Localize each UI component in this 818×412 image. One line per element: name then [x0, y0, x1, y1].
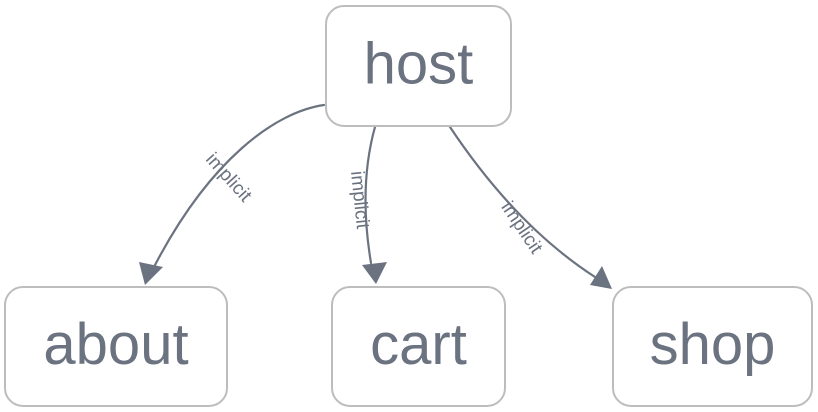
arrowhead-icon-about: [139, 262, 163, 285]
node-rect-host: [325, 5, 512, 127]
node-host[interactable]: host: [325, 5, 512, 127]
node-about[interactable]: about: [4, 286, 228, 407]
edge-label-group-host-cart: implicit: [346, 170, 373, 231]
edge-label-group-host-shop: implicit: [496, 198, 546, 258]
node-label-host: host: [364, 31, 474, 96]
edge-host-cart[interactable]: implicit: [346, 125, 387, 284]
node-shop[interactable]: shop: [612, 286, 813, 407]
node-rect-shop: [612, 286, 813, 407]
node-label-cart: cart: [370, 312, 467, 377]
edge-path-host-cart: [364, 125, 377, 265]
edge-host-shop[interactable]: implicit: [448, 125, 612, 289]
edge-label-host-about: implicit: [201, 149, 256, 207]
edge-label-group-host-about: implicit: [201, 149, 256, 207]
node-label-about: about: [43, 312, 188, 377]
edge-path-host-about: [153, 103, 326, 267]
edge-label-host-shop: implicit: [496, 198, 546, 258]
edge-label-host-cart: implicit: [346, 170, 373, 231]
node-rect-about: [4, 286, 228, 407]
edge-path-host-shop: [448, 125, 597, 279]
edge-host-about[interactable]: implicit: [139, 103, 326, 285]
node-cart[interactable]: cart: [331, 286, 506, 407]
node-label-shop: shop: [650, 312, 776, 377]
node-rect-cart: [331, 286, 506, 407]
arrowhead-icon-cart: [362, 262, 387, 284]
arrowhead-icon-shop: [590, 266, 612, 289]
